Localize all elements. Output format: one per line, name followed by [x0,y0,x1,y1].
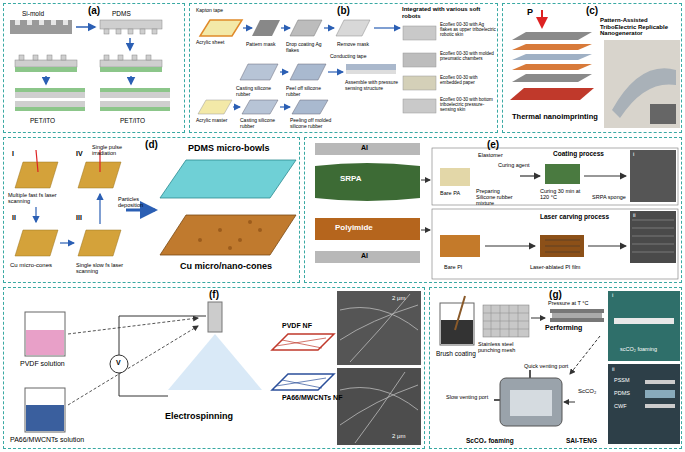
part-label: Brush coating [436,350,476,357]
part-label: SAI-TENG [566,437,597,444]
part-label: IV [76,150,83,158]
part-label: Casting silicone rubber [236,86,280,97]
part-label: Ecoflex 00-30 with Ag flakes as upper tr… [440,22,496,37]
panel-frame: (a) [3,3,185,133]
part-label: Multiple fast fs laser scanning [8,192,68,204]
part-label: Bare PI [444,264,462,270]
part-label: PET/ITO [120,117,145,124]
part-label: Polyimide [335,224,373,233]
part-label: Al [361,144,368,152]
part-label: Peeling off molded silicone rubber [290,118,345,129]
part-label: V [116,359,121,367]
part-label: Particles deposition [118,196,158,208]
part-label: Ecoflex 00-30 with molded pneumatic cham… [440,51,496,61]
part-label: Al [361,252,368,260]
part-label: ii [612,366,615,373]
part-label: Single pulse irradiation [92,144,144,156]
part-label: Stainless steel punching mesh [478,341,528,353]
part-label: Laser carving process [540,213,609,220]
part-label: P [527,8,533,18]
panel-frame: (f) [3,287,425,449]
part-label: PA66/MWCNTs solution [10,436,84,444]
part-label: PDMS [614,390,630,396]
part-label: PA66/MWCNTs NF [282,394,342,402]
part-label: PDMS micro-bowls [188,144,270,154]
part-label: Preparing Silicone rubber mixture [476,188,520,206]
part-label: 2 μm [392,295,405,302]
part-label: Acrylic master [196,118,227,124]
part-label: Drop coating Ag flakes [286,42,326,53]
part-label: PDMS [112,10,131,17]
part-label: Bare PA [440,190,460,196]
part-label: Cu micro-cones [10,262,52,269]
panel-letter: (f) [4,289,424,300]
part-label: Conducting tape [330,54,366,60]
part-label: Kapton tape [196,8,223,14]
part-label: Thermal nanoimprinting [512,113,598,121]
part-label: Elastomer [478,152,503,158]
part-label: ScCO₂ [578,388,596,395]
part-label: 2 μm [392,433,405,440]
part-label: PET/ITO [30,117,55,124]
part-label: Slow venting port [446,394,488,400]
part-label: Pressure at T °C [548,300,589,306]
part-label: ScCO₂ foaming [466,437,514,444]
part-label: Si-mold [22,10,44,17]
part-label: ii [633,212,636,219]
part-label: I [12,150,14,158]
part-label: PSSM [614,377,630,383]
part-label: i [633,151,634,158]
part-label: Performing [545,324,582,332]
part-label: Curing agent [498,162,530,168]
part-label: PVDF NF [282,322,312,330]
part-label: SRPA [340,175,362,184]
part-label: Integrated with various soft robots [402,6,497,19]
part-label: i [612,292,613,299]
part-label: CWF [614,403,627,409]
part-label: Ecoflex 00-30 with bottom triboelectric … [440,97,496,112]
part-label: II [12,214,16,222]
part-label: Ecoflex 00-30 with embedded paper [440,75,496,85]
part-label: Assemble with pressure sensing structure [345,80,400,91]
part-label: Pattern mask [246,42,275,48]
part-label: Coating process [553,150,604,157]
part-label: III [76,214,82,222]
part-label: Single slow fs laser scanning [76,262,136,274]
part-label: Laser-ablated PI film [530,264,580,270]
part-label: Acrylic sheet [196,40,224,46]
part-label: Curing 30 min at 120 °C [540,188,590,200]
part-label: Pattern-Assisted TriboElectric Replicabl… [600,17,680,37]
part-label: Casting silicone rubber [240,118,284,129]
part-label: scCO₂ foaming [620,346,657,352]
part-label: SRPA sponge [592,194,626,200]
part-label: Remove mask [337,42,369,48]
part-label: Electrospinning [165,412,233,422]
panel-frame: (e) [304,137,682,283]
part-label: Quick venting port [524,363,568,369]
part-label: Cu micro/nano-cones [180,262,272,272]
part-label: Peel off silicone rubber [286,86,330,97]
part-label: PVDF solution [20,360,65,368]
panel-letter: (g) [430,289,681,300]
